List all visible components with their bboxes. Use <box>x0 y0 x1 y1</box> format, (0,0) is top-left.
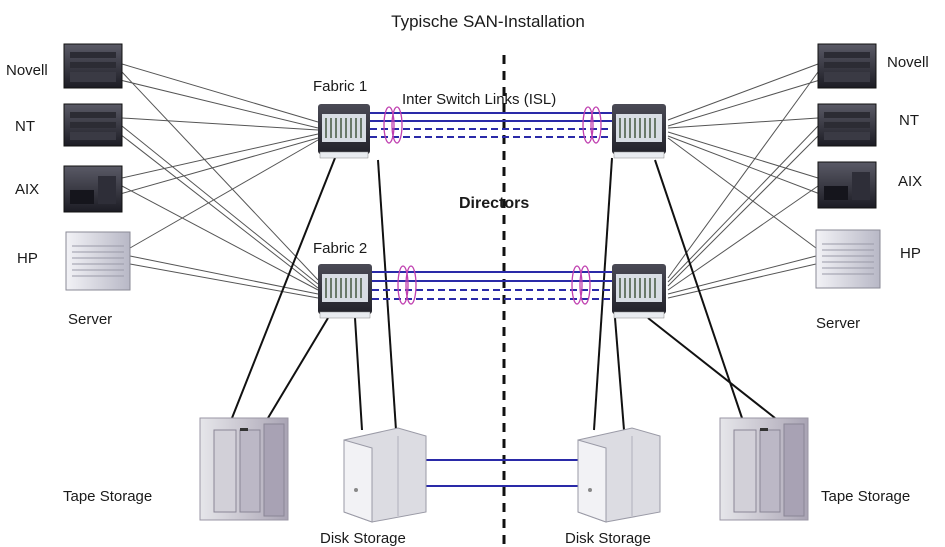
left-server-cables <box>119 63 319 299</box>
server-aix-right <box>817 161 877 209</box>
tape-storage-right <box>719 417 809 521</box>
server-label-aix-left: AIX <box>15 181 39 198</box>
diagram-title: Typische SAN-Installation <box>391 12 585 31</box>
tape-storage-label-left: Tape Storage <box>63 488 152 505</box>
server-label-hp-left: HP <box>17 250 38 267</box>
disk-links <box>426 459 580 487</box>
server-hp-left <box>65 231 131 291</box>
server-label-novell-left: Novell <box>6 62 48 79</box>
server-nt-left <box>63 103 123 147</box>
tape-storage-label-right: Tape Storage <box>821 488 910 505</box>
server-group-label-left: Server <box>68 311 112 328</box>
disk-storage-label-right: Disk Storage <box>565 530 651 547</box>
disk-storage-label-left: Disk Storage <box>320 530 406 547</box>
disk-storage-left <box>343 427 427 523</box>
right-server-cables <box>667 63 821 299</box>
isl-links-top <box>370 112 612 138</box>
server-label-aix-right: AIX <box>898 173 922 190</box>
server-aix-left <box>63 165 123 213</box>
server-label-novell-right: Novell <box>887 54 929 71</box>
server-novell-right <box>817 43 877 89</box>
director-switch-fabric1-left <box>318 104 370 159</box>
director-switch-fabric2-right <box>612 264 666 319</box>
disk-storage-right <box>577 427 661 523</box>
server-label-hp-right: HP <box>900 245 921 262</box>
server-hp-right <box>815 229 881 289</box>
server-label-nt-left: NT <box>15 118 35 135</box>
directors-label: Directors <box>459 195 529 212</box>
director-switch-fabric1-right <box>612 104 666 159</box>
server-group-label-right: Server <box>816 315 860 332</box>
server-label-nt-right: NT <box>899 112 919 129</box>
storage-cables <box>231 157 776 431</box>
director-switch-fabric2-left <box>318 264 372 319</box>
tape-storage-left <box>199 417 289 521</box>
isl-rings <box>383 106 602 305</box>
fabric1-label: Fabric 1 <box>313 78 367 95</box>
server-novell-left <box>63 43 123 89</box>
server-nt-right <box>817 103 877 147</box>
fabric2-label: Fabric 2 <box>313 240 367 257</box>
isl-label: Inter Switch Links (ISL) <box>402 91 556 108</box>
